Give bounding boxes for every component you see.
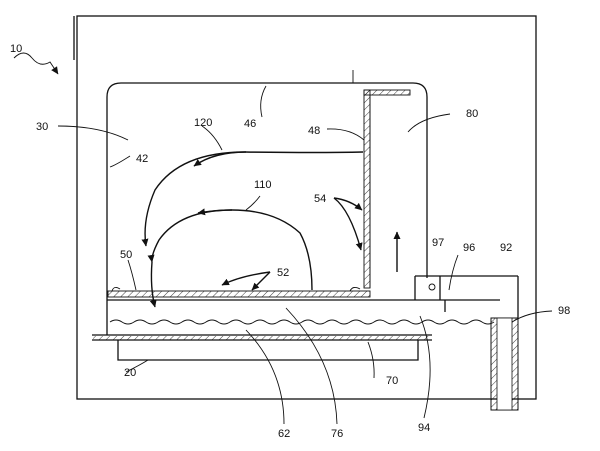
label-30: 30 <box>36 121 48 133</box>
label-110: 110 <box>254 179 272 191</box>
label-62: 62 <box>278 428 290 440</box>
leader-lines <box>13 52 553 425</box>
label-98: 98 <box>558 305 570 317</box>
duct-wall <box>363 89 411 289</box>
label-42: 42 <box>136 153 148 165</box>
heater-box <box>117 340 419 361</box>
label-46: 46 <box>244 118 256 130</box>
label-76: 76 <box>331 428 343 440</box>
perforated-plate <box>107 286 371 298</box>
water-surface <box>109 319 495 325</box>
label-92: 92 <box>500 242 512 254</box>
label-54: 54 <box>314 193 326 205</box>
label-48: 48 <box>308 125 320 137</box>
label-96: 96 <box>463 242 475 254</box>
label-10: 10 <box>10 43 22 55</box>
label-50: 50 <box>120 249 132 261</box>
label-52: 52 <box>277 267 289 279</box>
heater-element <box>93 336 431 340</box>
label-20: 20 <box>124 367 136 379</box>
label-70: 70 <box>386 375 398 387</box>
label-120: 120 <box>194 117 212 129</box>
drain-pipe <box>490 317 519 411</box>
reference-numerals: 10 30 42 46 48 80 120 110 54 97 96 92 50… <box>10 43 570 440</box>
side-chamber <box>414 275 519 318</box>
label-80: 80 <box>466 108 478 120</box>
airflow-arrows <box>141 151 401 308</box>
sensor-97 <box>428 283 436 291</box>
label-94: 94 <box>418 422 430 434</box>
outer-housing <box>73 15 537 400</box>
oven-cavity <box>106 82 428 300</box>
label-97: 97 <box>432 237 444 249</box>
